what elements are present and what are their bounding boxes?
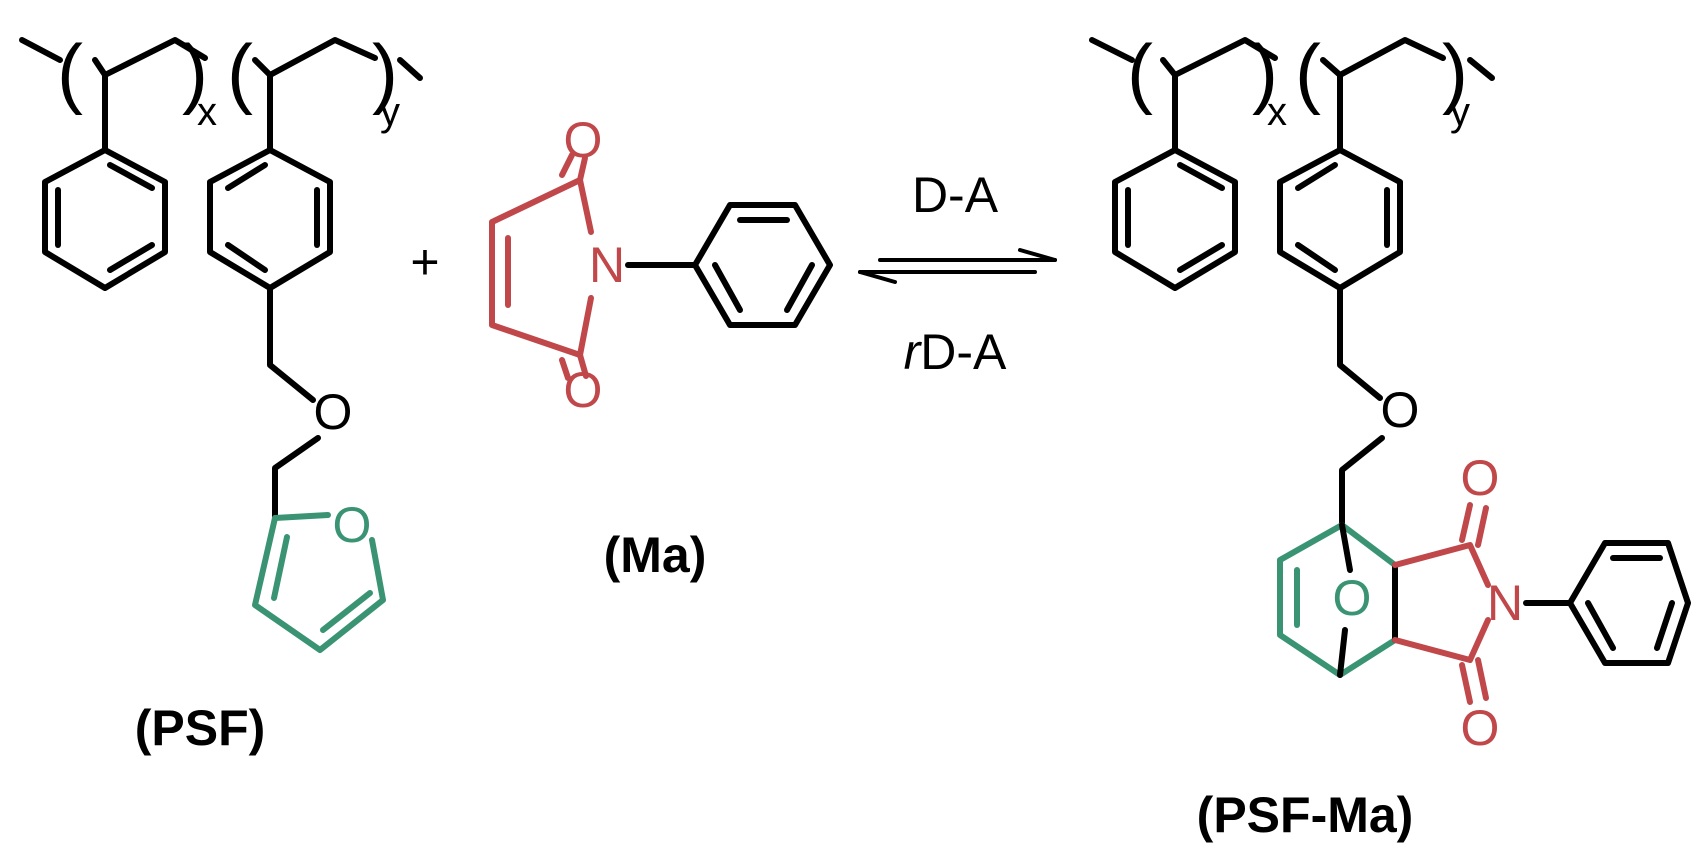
reverse-condition: rD-A [904,324,1007,380]
product-benzyl-ring [1277,147,1403,291]
succinimide-ring: O N O [1392,450,1523,756]
psf-subscript-x: x [197,90,217,134]
psf-ether-linker [267,285,316,403]
equilibrium-arrows: D-A rD-A [858,167,1057,380]
reverse-text: D-A [920,324,1007,380]
product-paren-close-2: ) [1442,28,1468,116]
product-phenyl-ring [1567,540,1691,666]
psf-ether-oxygen: O [314,384,353,440]
product-paren-close-1: ) [1252,28,1278,116]
psf-label: (PSF) [135,700,266,756]
ma-phenyl-ring [692,202,833,328]
product-oxygen-top: O [1461,450,1500,506]
psf-styrene-ring [42,147,168,291]
ma-oxygen-bottom: O [564,362,603,418]
product-ether-linker [1337,285,1383,401]
product-subscript-x: x [1267,90,1287,134]
psf-backbone: ( ) ( ) x y [19,28,423,153]
forward-condition: D-A [912,167,999,223]
product-paren-open-1: ( [1127,28,1153,116]
product-ether-oxygen: O [1381,382,1420,438]
product-oxygen-bottom: O [1461,700,1500,756]
oxanorbornene-ring: O [1277,522,1398,678]
psf-benzyl-ring [207,147,333,291]
furan-ring: O [252,497,386,653]
product-styrene-ring [1112,147,1238,291]
plus-sign: + [410,234,439,290]
ma-nitrogen: N [589,237,625,293]
furan-oxygen: O [333,497,372,553]
ma-label: (Ma) [604,527,707,583]
product-paren-open-2: ( [1295,28,1321,116]
psf-paren-close-1: ) [182,28,208,116]
bridge-oxygen: O [1333,570,1372,626]
psf-ma-label: (PSF-Ma) [1197,787,1414,843]
product-subscript-y: y [1450,90,1470,134]
psf-ma-structure: ( ) ( ) x y O O [1089,28,1691,843]
reverse-prefix: r [904,324,923,380]
psf-subscript-y: y [380,90,400,134]
psf-paren-open-1: ( [57,28,83,116]
psf-paren-open-2: ( [227,28,253,116]
psf-structure: ( ) ( ) x y O O [19,28,423,756]
ma-structure: O N O (Ma) [489,112,833,583]
product-backbone: ( ) ( ) x y [1089,28,1495,153]
product-nitrogen: N [1487,575,1523,631]
maleimide-ring: O N O [489,112,625,418]
ma-oxygen-top: O [564,112,603,168]
psf-paren-close-2: ) [372,28,398,116]
